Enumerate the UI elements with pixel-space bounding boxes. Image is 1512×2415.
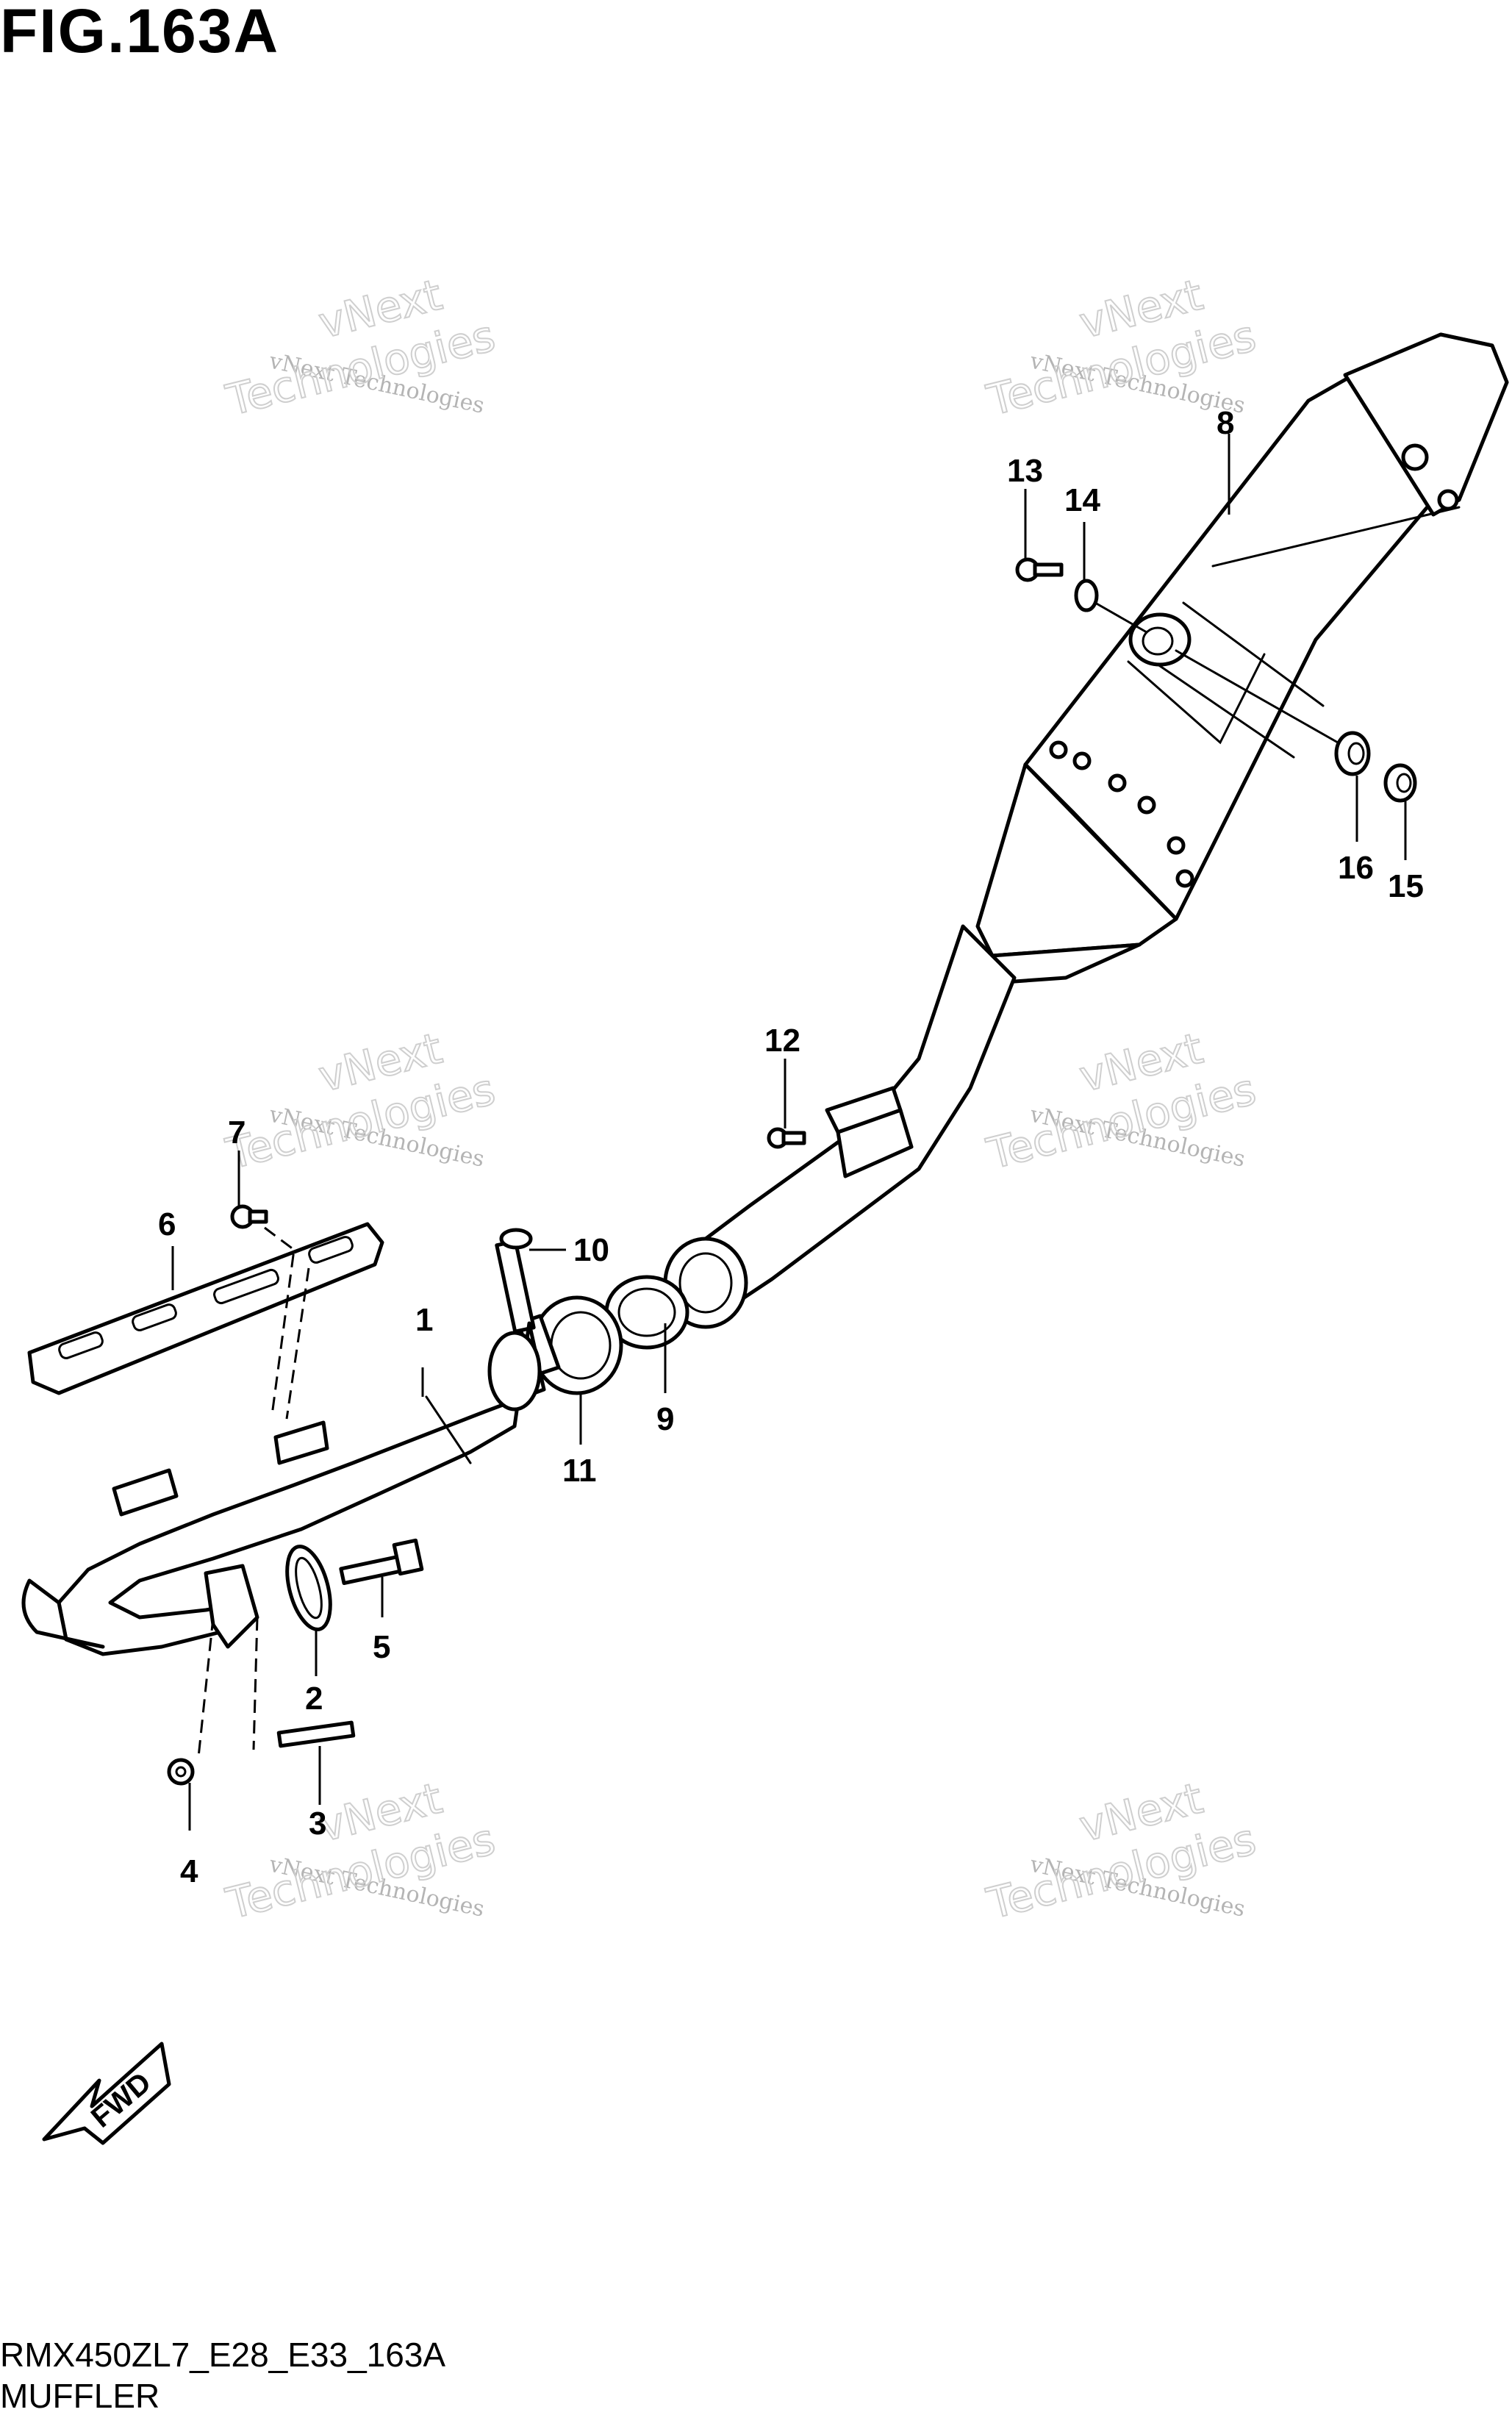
figure-name: MUFFLER	[0, 2377, 160, 2415]
watermark-mid-right: vNext Technologies vNext Technologies	[981, 1023, 1261, 1180]
callout-7: 7	[228, 1115, 246, 1151]
callout-2: 2	[305, 1681, 323, 1717]
watermark-bottom-right: vNext Technologies vNext Technologies	[981, 1772, 1261, 1930]
part-3-stud	[276, 1720, 356, 1748]
callout-1: 1	[415, 1302, 433, 1338]
callout-16: 16	[1338, 850, 1374, 886]
part-1-exhaust-pipe	[21, 1321, 546, 1656]
part-15-collar	[1383, 763, 1417, 803]
callout-8: 8	[1217, 405, 1234, 441]
callout-4: 4	[180, 1853, 198, 1889]
fwd-arrow-icon: FWD	[42, 2042, 171, 2145]
watermark-mid-left: vNext Technologies vNext Technologies	[221, 1023, 501, 1180]
part-10-bolt	[495, 1228, 536, 1334]
figure-title: FIG.163A	[0, 0, 280, 65]
part-4-nut	[167, 1758, 195, 1786]
callout-6: 6	[158, 1206, 176, 1242]
part-16-grommet	[1334, 731, 1371, 776]
callout-10: 10	[573, 1232, 609, 1268]
callout-12: 12	[764, 1023, 800, 1059]
part-6-heat-shield	[27, 1222, 384, 1395]
figure-model-code: RMX450ZL7_E28_E33_163A	[0, 2336, 446, 2374]
part-8-silencer	[961, 332, 1509, 987]
callout-5: 5	[373, 1629, 390, 1665]
callout-3: 3	[309, 1806, 326, 1842]
callout-13: 13	[1007, 453, 1043, 489]
part-2-gasket	[285, 1545, 332, 1631]
watermark-bottom-left: vNext Technologies vNext Technologies	[221, 1772, 501, 1930]
part-7-screw	[230, 1204, 268, 1229]
part-12-bolt	[767, 1127, 806, 1149]
callout-14: 14	[1064, 482, 1100, 518]
watermark-top-right: vNext Technologies vNext Technologies	[981, 269, 1261, 426]
part-13-bolt	[1015, 557, 1064, 582]
part-14-washer	[1074, 579, 1099, 612]
watermark-top-left: vNext Technologies vNext Technologies	[221, 269, 501, 426]
part-mid-pipe	[663, 924, 1017, 1329]
pipe-mounting-bracket	[204, 1564, 259, 1649]
callout-15: 15	[1388, 868, 1424, 904]
callout-11: 11	[562, 1453, 597, 1489]
part-5-bolt	[339, 1538, 424, 1586]
callout-9: 9	[656, 1401, 674, 1437]
